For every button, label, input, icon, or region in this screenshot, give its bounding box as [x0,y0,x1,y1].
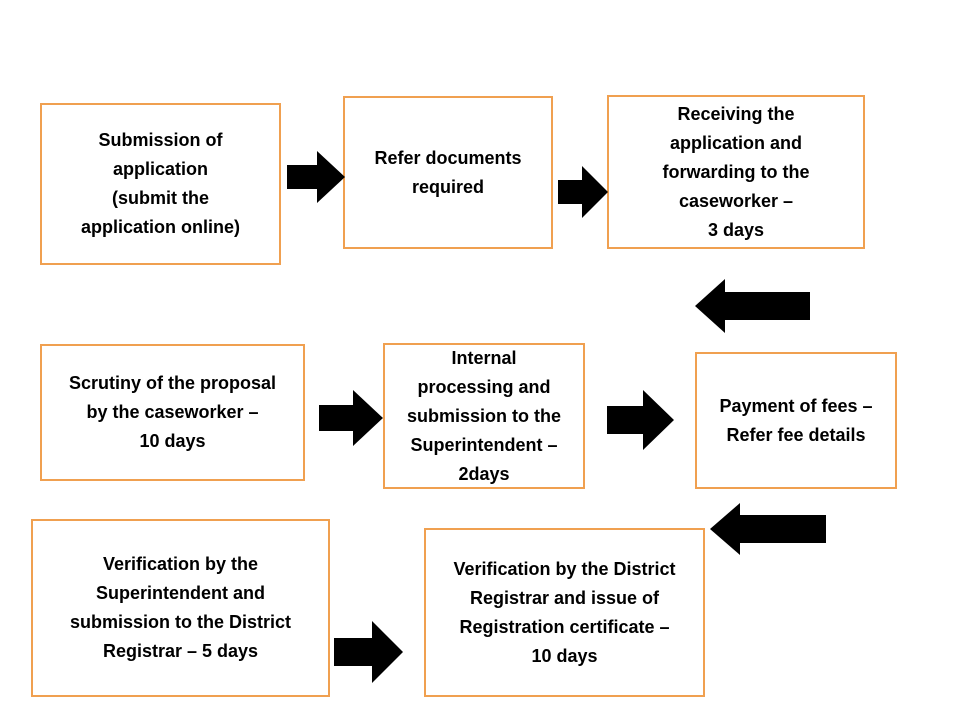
step-internal-processing-text: Internal processing and submission to th… [406,347,561,484]
block-arrow-icon [558,166,608,218]
step-refer-documents-box: Refer documents required [343,96,553,249]
block-arrow-icon [607,390,674,450]
step-scrutiny-text: Scrutiny of the proposal by the casework… [68,373,277,451]
step-district-registrar-text: Verification by the District Registrar a… [453,558,676,666]
step-submission-box: Submission of application (submit the ap… [40,103,281,265]
step-refer-documents-text: Refer documents required [374,147,522,197]
block-arrow-icon [319,390,383,446]
block-arrow-icon [695,279,810,333]
step-receiving-text: Receiving the application and forwarding… [662,103,810,240]
step-superintendent-verification-box: Verification by the Superintendent and s… [31,519,330,697]
step-scrutiny-box: Scrutiny of the proposal by the casework… [40,344,305,481]
block-arrow-icon [287,151,345,203]
step-payment-text: Payment of fees – Refer fee details [719,395,873,445]
step-receiving-box: Receiving the application and forwarding… [607,95,865,249]
step-payment-box: Payment of fees – Refer fee details [695,352,897,489]
step-district-registrar-box: Verification by the District Registrar a… [424,528,705,697]
step-submission-text: Submission of application (submit the ap… [80,130,240,237]
step-internal-processing-box: Internal processing and submission to th… [383,343,585,489]
step-superintendent-verification-text: Verification by the Superintendent and s… [69,554,292,661]
block-arrow-icon [334,621,403,683]
block-arrow-icon [710,503,826,555]
